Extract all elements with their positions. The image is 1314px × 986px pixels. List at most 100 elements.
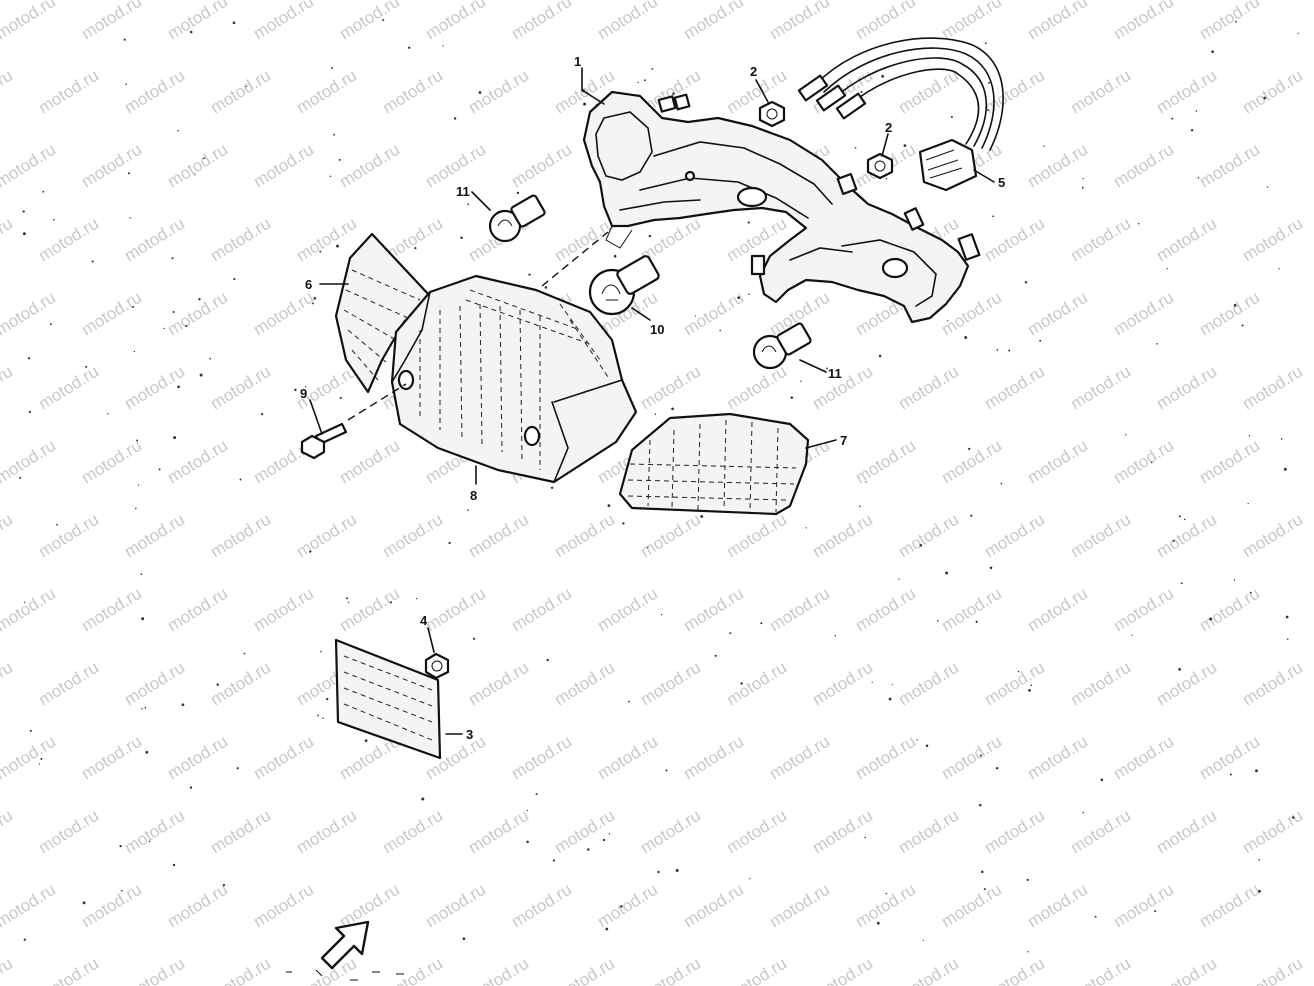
scan-speck [864,836,867,839]
watermark-text: motod.ru [0,140,59,192]
scan-speck [1278,268,1280,270]
watermark-text: motod.ru [637,658,704,710]
scan-speck [331,66,333,69]
watermark-text: motod.ru [1067,66,1134,118]
scan-speck [309,550,312,553]
watermark-text: motod.ru [250,0,317,43]
scan-speck [947,320,949,322]
scan-speck [729,632,732,635]
scan-speck [171,257,174,260]
scan-speck [654,413,657,416]
callout-5: 5 [998,175,1005,190]
scan-speck [719,329,721,332]
scan-speck [834,634,837,637]
scan-speck [989,566,993,570]
scan-speck [1255,769,1258,773]
watermark-text: motod.ru [723,510,790,562]
scan-speck [1172,539,1175,542]
watermark-text: motod.ru [723,658,790,710]
scan-speck [1008,349,1011,352]
watermark-text: motod.ru [1153,954,1220,986]
scan-speck [261,413,264,416]
watermark-text: motod.ru [465,510,532,562]
watermark-text: motod.ru [379,954,446,986]
scan-speck [1297,32,1299,34]
scan-speck [979,754,982,757]
watermark-text: motod.ru [336,436,403,488]
watermark-text: motod.ru [1110,732,1177,784]
scan-speck [172,311,175,313]
watermark-text: motod.ru [981,954,1048,986]
watermark-text: motod.ru [379,806,446,858]
scan-speck [199,373,203,377]
watermark-text: motod.ru [637,362,704,414]
watermark-text: motod.ru [35,954,102,986]
watermark-text: motod.ru [336,0,403,43]
side-lens-part [334,232,432,394]
watermark-text: motod.ru [164,584,231,636]
watermark-text: motod.ru [766,584,833,636]
watermark-text: motod.ru [766,732,833,784]
scan-speck [583,102,587,106]
scan-speck [140,573,143,575]
watermark-text: motod.ru [508,140,575,192]
watermark-text: motod.ru [164,0,231,43]
watermark-text: motod.ru [1153,658,1220,710]
scan-speck [472,637,476,640]
watermark-text: motod.ru [680,880,747,932]
watermark-text: motod.ru [465,954,532,986]
scan-speck [364,739,368,743]
scan-speck [453,117,457,120]
scan-speck [871,681,873,683]
scan-speck [23,938,26,941]
watermark-text: motod.ru [35,510,102,562]
scan-speck [22,232,26,236]
scan-speck [38,763,41,765]
scan-speck [1190,128,1194,132]
watermark-text: motod.ru [0,214,16,266]
scan-speck [885,892,888,895]
watermark-text: motod.ru [723,362,790,414]
scan-speck [408,46,411,49]
watermark-text: motod.ru [680,584,747,636]
scan-speck [329,175,332,178]
scan-speck [1211,50,1214,54]
watermark-text: motod.ru [981,658,1048,710]
watermark-text: motod.ru [895,66,962,118]
scan-speck [620,905,623,908]
watermark-text: motod.ru [981,66,1048,118]
watermark-text: motod.ru [1110,140,1177,192]
scan-speck [1285,615,1289,619]
watermark-text: motod.ru [0,288,59,340]
scan-speck [82,901,86,905]
scan-speck [587,848,590,851]
scan-speck [129,217,131,219]
scan-speck [1180,582,1183,585]
scan-speck [141,617,145,621]
scan-speck [854,147,857,149]
watermark-text: motod.ru [1024,880,1091,932]
watermark-text: motod.ru [938,436,1005,488]
watermark-text: motod.ru [594,880,661,932]
scan-speck [232,21,236,25]
scan-speck [865,481,867,483]
scan-speck [826,367,828,370]
watermark-text: motod.ru [1110,436,1177,488]
scan-speck [622,522,625,525]
watermark-text: motod.ru [250,140,317,192]
scan-speck [903,144,907,147]
scan-speck [173,436,177,440]
scan-speck [660,613,663,616]
scan-speck [177,385,180,389]
watermark-text: motod.ru [1067,510,1134,562]
watermark-text: motod.ru [981,806,1048,858]
scan-speck [119,844,122,848]
scan-speck [1100,778,1104,782]
scan-speck [185,324,188,327]
watermark-text: motod.ru [121,954,188,986]
watermark-text: motod.ru [121,658,188,710]
scan-speck [338,158,341,161]
watermark-text: motod.ru [895,510,962,562]
scan-speck [460,236,463,240]
scan-speck [198,298,201,301]
